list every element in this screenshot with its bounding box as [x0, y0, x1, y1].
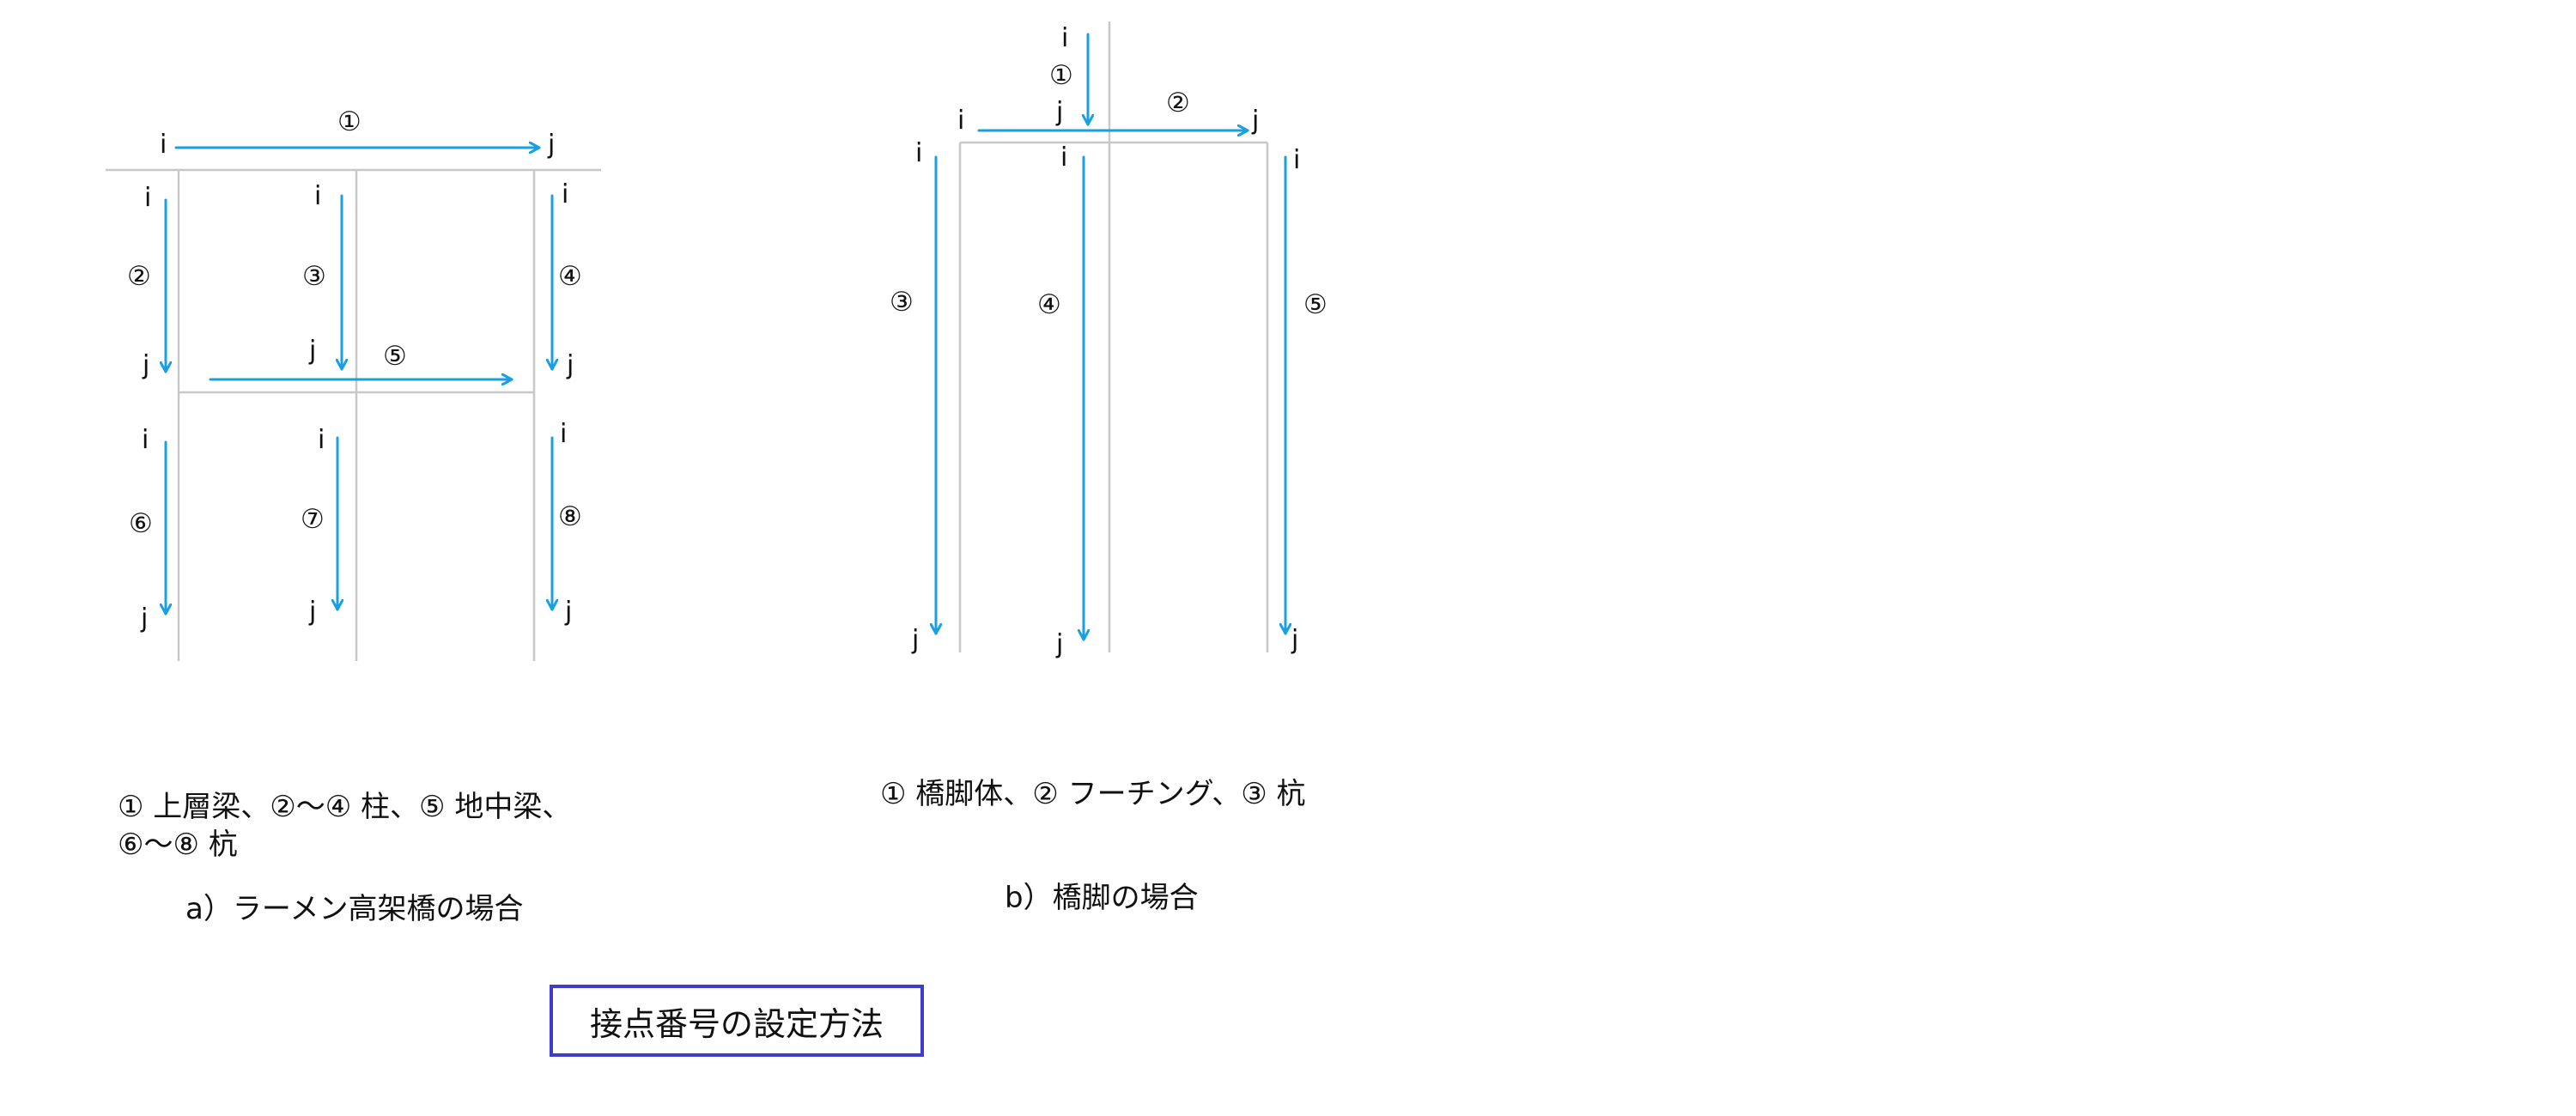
legend-b: ① 橋脚体、② フーチング、③ 杭: [880, 777, 1306, 811]
node-j: j: [142, 350, 149, 380]
node-j: j: [1251, 106, 1259, 136]
node-j: j: [1055, 97, 1063, 127]
node-i: i: [1061, 23, 1068, 53]
node-j: j: [547, 130, 555, 160]
node-i: i: [1293, 145, 1300, 175]
node-i: i: [957, 106, 964, 136]
caption-b: b）橋脚の場合: [1005, 881, 1199, 915]
node-j: j: [308, 597, 316, 627]
node-i: i: [318, 425, 325, 455]
node-j: j: [911, 625, 919, 655]
node-j: j: [1291, 625, 1298, 655]
node-i: i: [1060, 143, 1067, 173]
node-i: i: [142, 425, 149, 455]
node-j: j: [1055, 629, 1063, 659]
member-number-8: ⑧: [558, 501, 582, 532]
node-i: i: [560, 419, 567, 449]
figure-title-box: 接点番号の設定方法: [550, 985, 924, 1057]
member-number-2: ②: [1166, 88, 1190, 118]
legend-a-line-1: ① 上層梁、②～④ 柱、⑤ 地中梁、: [118, 790, 572, 824]
member-number-6: ⑥: [129, 508, 153, 539]
figure-title: 接点番号の設定方法: [589, 1004, 884, 1043]
member-number-4: ④: [1037, 289, 1061, 320]
member-number-2: ②: [127, 261, 151, 292]
arrows-a: [166, 148, 552, 616]
node-i: i: [144, 183, 151, 213]
member-number-4: ④: [558, 261, 582, 292]
node-j: j: [566, 350, 574, 380]
node-j: j: [308, 336, 316, 366]
node-i: i: [915, 138, 922, 168]
member-number-1: ①: [337, 106, 361, 137]
node-labels-a: i j i i i j j j i i i j j j: [140, 130, 574, 634]
legend-a-line-2: ⑥～⑧ 杭: [118, 828, 238, 862]
member-number-5: ⑤: [1303, 289, 1327, 320]
node-i: i: [314, 181, 321, 211]
member-number-3: ③: [302, 261, 326, 292]
node-j: j: [140, 603, 148, 634]
node-labels-b: i j i j i i i j j j: [911, 23, 1300, 659]
member-number-3: ③: [890, 287, 914, 318]
frame-a: [106, 168, 601, 661]
member-numbers-b: ① ② ③ ④ ⑤: [890, 60, 1327, 320]
frame-b: [958, 21, 1269, 652]
member-numbers-a: ① ② ③ ④ ⑤ ⑥ ⑦ ⑧: [127, 106, 582, 539]
node-i: i: [160, 130, 167, 160]
member-number-5: ⑤: [383, 341, 407, 372]
node-i: i: [562, 179, 568, 209]
member-number-7: ⑦: [301, 504, 325, 535]
node-j: j: [564, 597, 572, 627]
arrows-b: [936, 33, 1285, 641]
member-number-1: ①: [1049, 60, 1073, 91]
caption-a: a）ラーメン高架橋の場合: [185, 892, 524, 926]
